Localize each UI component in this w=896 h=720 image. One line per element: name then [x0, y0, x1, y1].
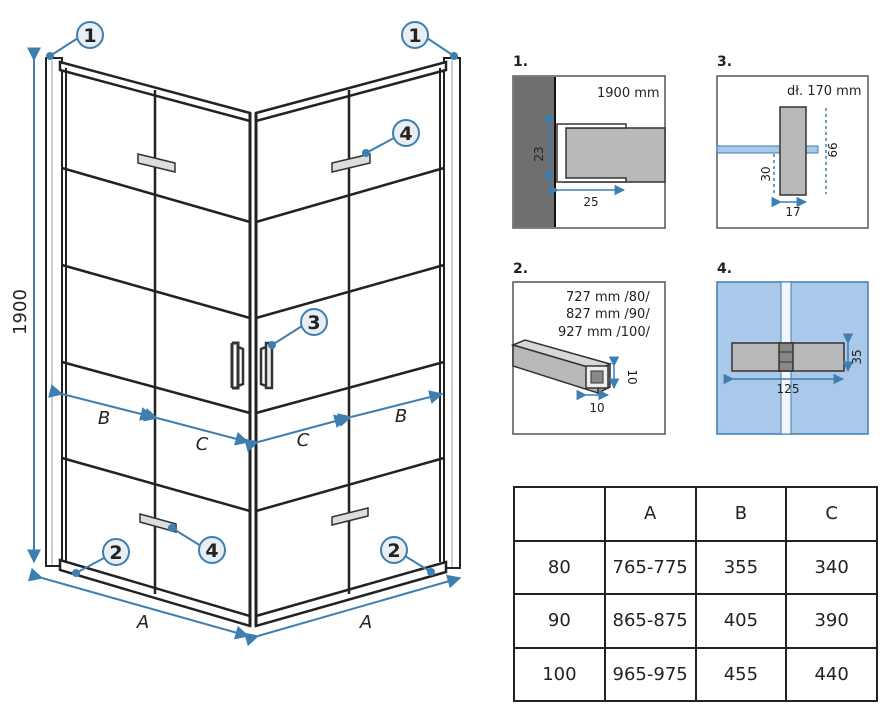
dimensions-table: A B C 80 765-775 355 340 90 865-875 405 … — [513, 486, 878, 702]
door-handles — [137, 153, 371, 533]
detail-3-dim-offset: 30 — [759, 166, 773, 181]
table-header-cell: C — [785, 486, 878, 542]
dim-a-right-line — [243, 574, 462, 647]
knob-left-top — [137, 153, 176, 173]
detail-4-number: 4. — [717, 261, 732, 277]
table-cell: 80 — [513, 539, 606, 595]
callout-4-top: 4 — [362, 119, 420, 157]
detail-1-height-text: 1900 mm — [597, 86, 660, 101]
callout-2-left: 2 — [72, 538, 130, 577]
detail-3-number: 3. — [717, 54, 732, 70]
right-top-rail — [254, 60, 448, 123]
table-header-cell: A — [603, 486, 697, 542]
callout-1-right: 1 — [401, 21, 458, 60]
detail-4-dim-height: 35 — [850, 349, 864, 364]
dim-a-left-label: A — [136, 612, 149, 633]
table-cell: 340 — [785, 539, 878, 595]
detail-2-dim-horizontal: 10 — [589, 401, 604, 415]
detail-1-number: 1. — [513, 54, 528, 70]
dim-a-left-line — [27, 567, 250, 640]
detail-1: 1. 1900 mm 23 25 — [512, 54, 666, 229]
detail-3-handle-block — [779, 106, 807, 196]
knob-left-bottom — [139, 513, 177, 533]
table-cell: 965-975 — [603, 646, 697, 702]
detail-2-len-90: 827 mm /90/ — [566, 307, 650, 322]
detail-2-len-80: 727 mm /80/ — [566, 290, 650, 305]
table-cell: 440 — [785, 646, 878, 702]
callout-3-label: 3 — [307, 312, 320, 334]
dim-b-left-label: B — [98, 408, 110, 429]
table-row: 90 865-875 405 390 — [513, 593, 878, 649]
knob-right-top — [331, 153, 371, 173]
detail-2-dim-vertical: 10 — [625, 369, 639, 384]
right-bottom-rail — [254, 560, 448, 628]
callouts: 1 1 4 3 4 2 — [46, 21, 458, 577]
dim-b-right-label: B — [395, 406, 407, 427]
table-cell: 405 — [694, 593, 788, 649]
detail-1-dim-horizontal: 25 — [583, 195, 598, 209]
callout-2-right: 2 — [380, 536, 435, 576]
callout-4-top-label: 4 — [399, 123, 412, 145]
table-cell: 355 — [694, 539, 788, 595]
table-cell: 765-775 — [603, 539, 697, 595]
callout-1-right-label: 1 — [408, 25, 421, 47]
detail-2-len-100: 927 mm /100/ — [558, 325, 651, 340]
detail-1-profile — [562, 127, 666, 183]
detail-4: 4. 35 125 — [716, 261, 869, 435]
dimension-lines — [26, 47, 462, 647]
dim-c-left-label: C — [196, 434, 209, 455]
table-row: 100 965-975 455 440 — [513, 646, 878, 702]
enclosure-right-wall — [254, 57, 461, 628]
handle-left — [230, 341, 240, 390]
callout-4-bottom: 4 — [168, 524, 226, 564]
detail-3-dim-width: 17 — [785, 205, 800, 219]
detail-3-dim-height: 66 — [826, 142, 840, 157]
table-cell: 865-875 — [603, 593, 697, 649]
table-header-cell — [513, 486, 606, 542]
detail-4-dim-length: 125 — [777, 382, 800, 396]
knob-right-bottom — [331, 507, 369, 526]
table-header-row: A B C — [513, 486, 878, 542]
callout-1-left-label: 1 — [83, 25, 96, 47]
callout-3: 3 — [268, 308, 328, 349]
table-cell: 90 — [513, 593, 606, 649]
table-cell: 390 — [785, 593, 878, 649]
detail-3-glass — [716, 145, 819, 154]
handle-right — [264, 341, 274, 390]
left-wall-profile — [45, 57, 63, 567]
dim-c-left-line — [143, 408, 250, 446]
detail-3: 3. dł. 170 mm 66 30 17 — [716, 54, 869, 229]
dim-c-right-label: C — [297, 430, 310, 451]
table-cell: 100 — [513, 646, 606, 702]
table-header-cell: B — [694, 486, 788, 542]
table-row: 80 765-775 355 340 — [513, 539, 878, 595]
height-label: 1900 — [10, 289, 31, 335]
callout-1-left: 1 — [46, 21, 104, 60]
callout-2-right-label: 2 — [387, 540, 400, 562]
callout-4-bottom-label: 4 — [205, 540, 218, 562]
detail-3-length-text: dł. 170 mm — [787, 84, 861, 99]
dimension-labels: 1900 B C C B A A — [10, 289, 407, 633]
table-cell: 455 — [694, 646, 788, 702]
dim-b-left-line — [48, 384, 155, 421]
detail-1-dim-vertical: 23 — [532, 146, 546, 161]
dim-b-right-line — [337, 390, 444, 427]
dim-c-right-line — [244, 414, 349, 453]
detail-2-number: 2. — [513, 261, 528, 277]
dim-a-right-label: A — [359, 612, 372, 633]
callout-2-left-label: 2 — [109, 542, 122, 564]
detail-2: 2. 727 mm /80/ 827 mm /90/ 927 mm /100/ … — [510, 261, 666, 435]
